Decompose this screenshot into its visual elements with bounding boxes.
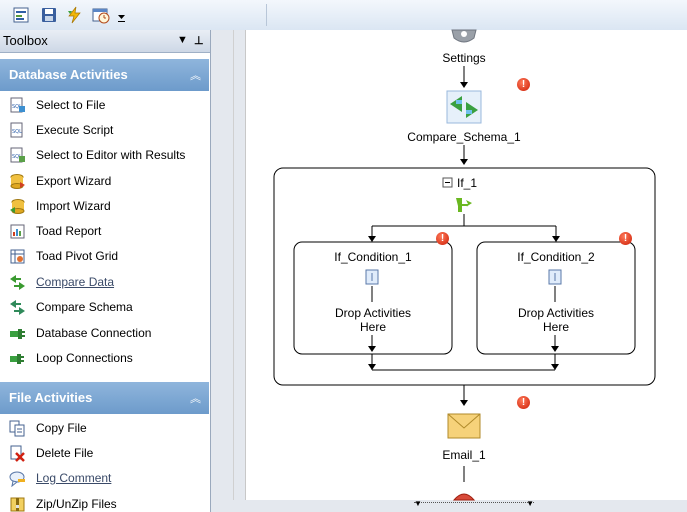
category-label: File Activities — [9, 390, 93, 405]
compare-schema-icon — [10, 300, 25, 315]
item-label: Compare Schema — [36, 300, 133, 314]
item-label: Export Wizard — [36, 174, 112, 188]
pan-navigator[interactable]: ▼ ▼ — [414, 499, 534, 511]
drop-line-2: Here — [542, 320, 569, 334]
item-label: Copy File — [36, 421, 87, 435]
item-label: Execute Script — [36, 123, 114, 137]
svg-text:SQL: SQL — [12, 154, 22, 160]
item-label: Loop Connections — [36, 351, 133, 365]
svg-text:SQL: SQL — [12, 129, 22, 135]
toolbox-item-loop-connections[interactable]: Loop Connections — [0, 346, 209, 370]
drop-line-1: Drop Activities — [334, 306, 412, 320]
copy-file-icon — [9, 420, 25, 437]
toolbox-item-database-connection[interactable]: Database Connection — [0, 321, 209, 345]
save-icon[interactable] — [40, 6, 58, 24]
toolbox-item-log-comment[interactable]: Log Comment — [0, 466, 209, 490]
item-label: Toad Report — [36, 224, 102, 238]
toolbox-title: Toolbox — [3, 33, 48, 48]
drop-zone-2[interactable]: Drop Activities Here — [497, 306, 615, 334]
run-icon[interactable] — [66, 6, 84, 24]
pin-icon[interactable]: ⊥ — [194, 35, 204, 47]
item-label: Log Comment — [36, 471, 112, 485]
pivot-grid-icon — [10, 249, 25, 264]
item-label: Select to File — [36, 98, 106, 112]
toolbox-panel: Toolbox ▼ ⊥ Database Activities ︽ SQL Se… — [0, 30, 211, 512]
warning-icon[interactable]: ! — [517, 78, 530, 91]
item-label: Import Wizard — [36, 199, 111, 213]
collapse-icon[interactable]: ︽ — [190, 70, 201, 82]
email-label: Email_1 — [442, 448, 486, 462]
drop-zone-1[interactable]: Drop Activities Here — [314, 306, 432, 334]
toolbox-item-export-wizard[interactable]: Export Wizard — [0, 169, 209, 193]
horizontal-scrollbar[interactable] — [211, 500, 687, 512]
dropdown-arrow-icon[interactable] — [117, 10, 127, 24]
toolbar-separator — [266, 4, 267, 26]
loop-icon — [10, 354, 24, 364]
toolbox-item-compare-data[interactable]: Compare Data — [0, 270, 209, 294]
schedule-icon[interactable] — [92, 6, 110, 24]
right-nav-arrow-icon[interactable]: ▼ — [526, 499, 534, 508]
category-label: Database Activities — [9, 67, 128, 82]
toolbox-item-copy-file[interactable]: Copy File — [0, 416, 209, 440]
db-connection-icon — [10, 329, 25, 339]
item-label: Zip/UnZip Files — [36, 497, 117, 511]
settings-label: Settings — [442, 51, 486, 65]
drop-line-2: Here — [359, 320, 386, 334]
compare-schema-label: Compare_Schema_1 — [407, 130, 521, 144]
toolbox-item-select-to-file[interactable]: SQL Select to File — [0, 93, 209, 117]
warning-icon[interactable]: ! — [619, 232, 632, 245]
left-nav-arrow-icon[interactable]: ▼ — [414, 499, 422, 508]
zip-icon — [10, 497, 25, 512]
condition-2-label: If_Condition_2 — [517, 250, 595, 264]
ruler-line — [233, 30, 234, 500]
condition-1-label: If_Condition_1 — [334, 250, 412, 264]
toolbar — [0, 0, 687, 31]
new-workflow-icon[interactable] — [12, 6, 30, 24]
toolbox-item-compare-schema[interactable]: Compare Schema — [0, 295, 209, 319]
import-icon — [10, 199, 25, 214]
sql-script-icon: SQL — [10, 122, 23, 138]
log-comment-icon — [9, 471, 25, 487]
toolbox-item-import-wizard[interactable]: Import Wizard — [0, 194, 209, 218]
category-file-activities[interactable]: File Activities ︽ — [0, 382, 209, 414]
category-database-activities[interactable]: Database Activities ︽ — [0, 59, 209, 91]
svg-text:SQL: SQL — [12, 104, 22, 110]
toolbox-item-toad-pivot-grid[interactable]: Toad Pivot Grid — [0, 244, 209, 268]
item-label: Select to Editor with Results — [36, 148, 186, 162]
toolbox-item-delete-file[interactable]: Delete File — [0, 441, 209, 465]
export-icon — [10, 174, 25, 189]
toolbox-item-select-to-editor[interactable]: SQL Select to Editor with Results — [0, 143, 209, 167]
if-label: If_1 — [457, 176, 478, 190]
report-icon — [10, 224, 25, 239]
delete-file-icon — [10, 445, 25, 462]
drop-line-1: Drop Activities — [517, 306, 595, 320]
toolbox-item-execute-script[interactable]: SQL Execute Script — [0, 118, 209, 142]
toolbox-item-zip-files[interactable]: Zip/UnZip Files — [0, 492, 209, 512]
item-label: Database Connection — [36, 326, 152, 340]
compare-data-icon — [10, 275, 25, 290]
workflow-canvas[interactable] — [245, 30, 687, 500]
toolbox-header: Toolbox ▼ ⊥ — [0, 30, 210, 53]
item-label: Delete File — [36, 446, 94, 460]
dropdown-icon[interactable]: ▼ — [177, 34, 188, 46]
toolbox-item-toad-report[interactable]: Toad Report — [0, 219, 209, 243]
warning-icon[interactable]: ! — [517, 396, 530, 409]
sql-editor-icon: SQL — [10, 147, 25, 163]
item-label: Toad Pivot Grid — [36, 249, 119, 263]
sql-file-icon: SQL — [10, 97, 25, 113]
item-label: Compare Data — [36, 275, 115, 289]
collapse-icon[interactable]: ︽ — [190, 393, 201, 405]
warning-icon[interactable]: ! — [436, 232, 449, 245]
